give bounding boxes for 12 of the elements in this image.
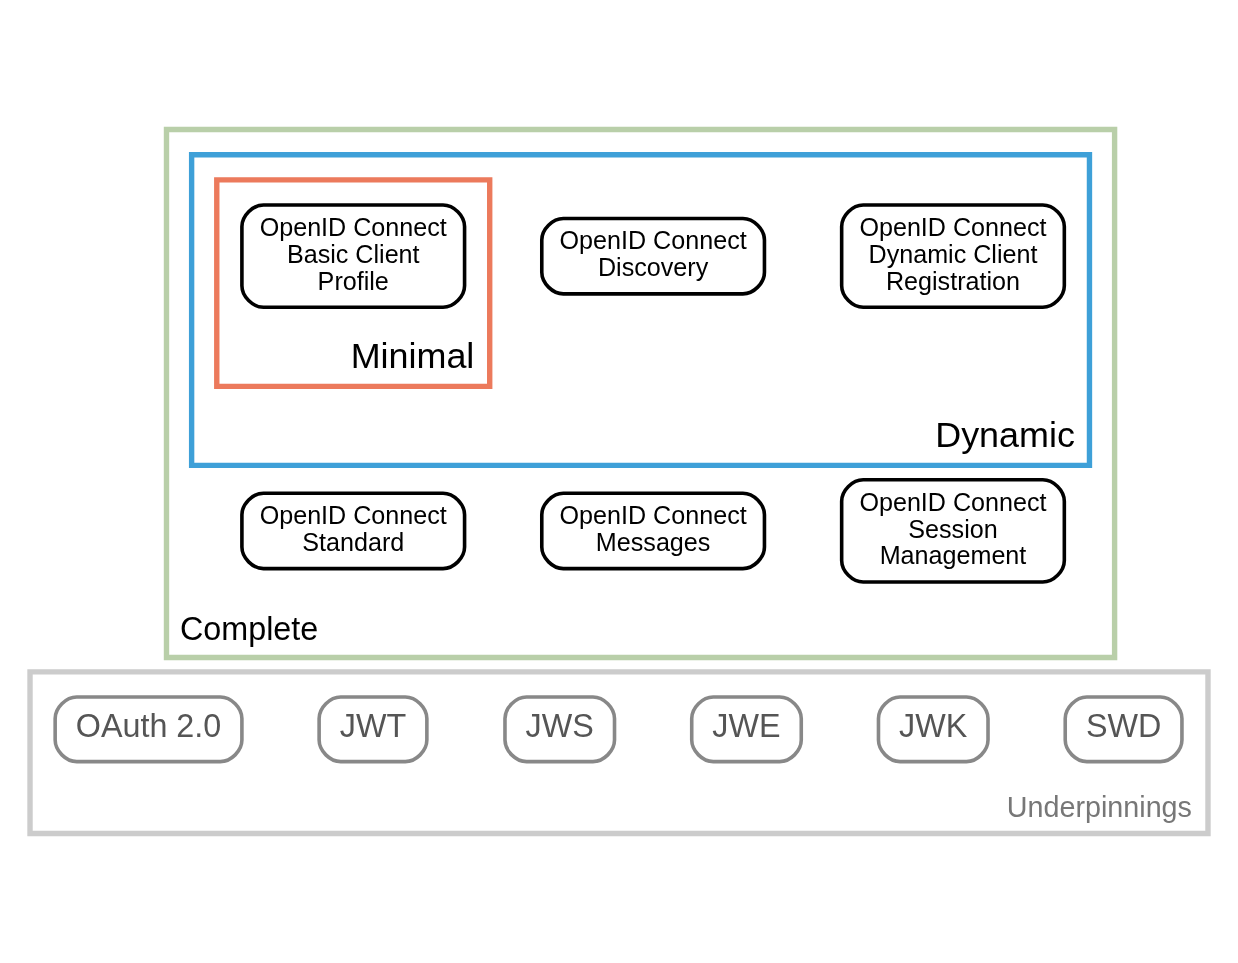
- node-box: OpenID Connect Dynamic Client Registration: [839, 203, 1067, 310]
- node-box: OpenID Connect Messages: [540, 491, 767, 571]
- node-box: JWE: [689, 695, 804, 764]
- node-box: OAuth 2.0: [53, 695, 244, 764]
- node-box: OpenID Connect Session Management: [839, 477, 1067, 584]
- node-box: JWK: [876, 695, 990, 764]
- node-box: OpenID Connect Basic Client Profile: [240, 203, 467, 310]
- node-box: OpenID Connect Discovery: [540, 216, 767, 296]
- node-box: JWT: [317, 695, 429, 764]
- node-box: OpenID Connect Standard: [240, 491, 467, 571]
- node-box: JWS: [503, 695, 617, 764]
- node-box: SWD: [1063, 695, 1184, 764]
